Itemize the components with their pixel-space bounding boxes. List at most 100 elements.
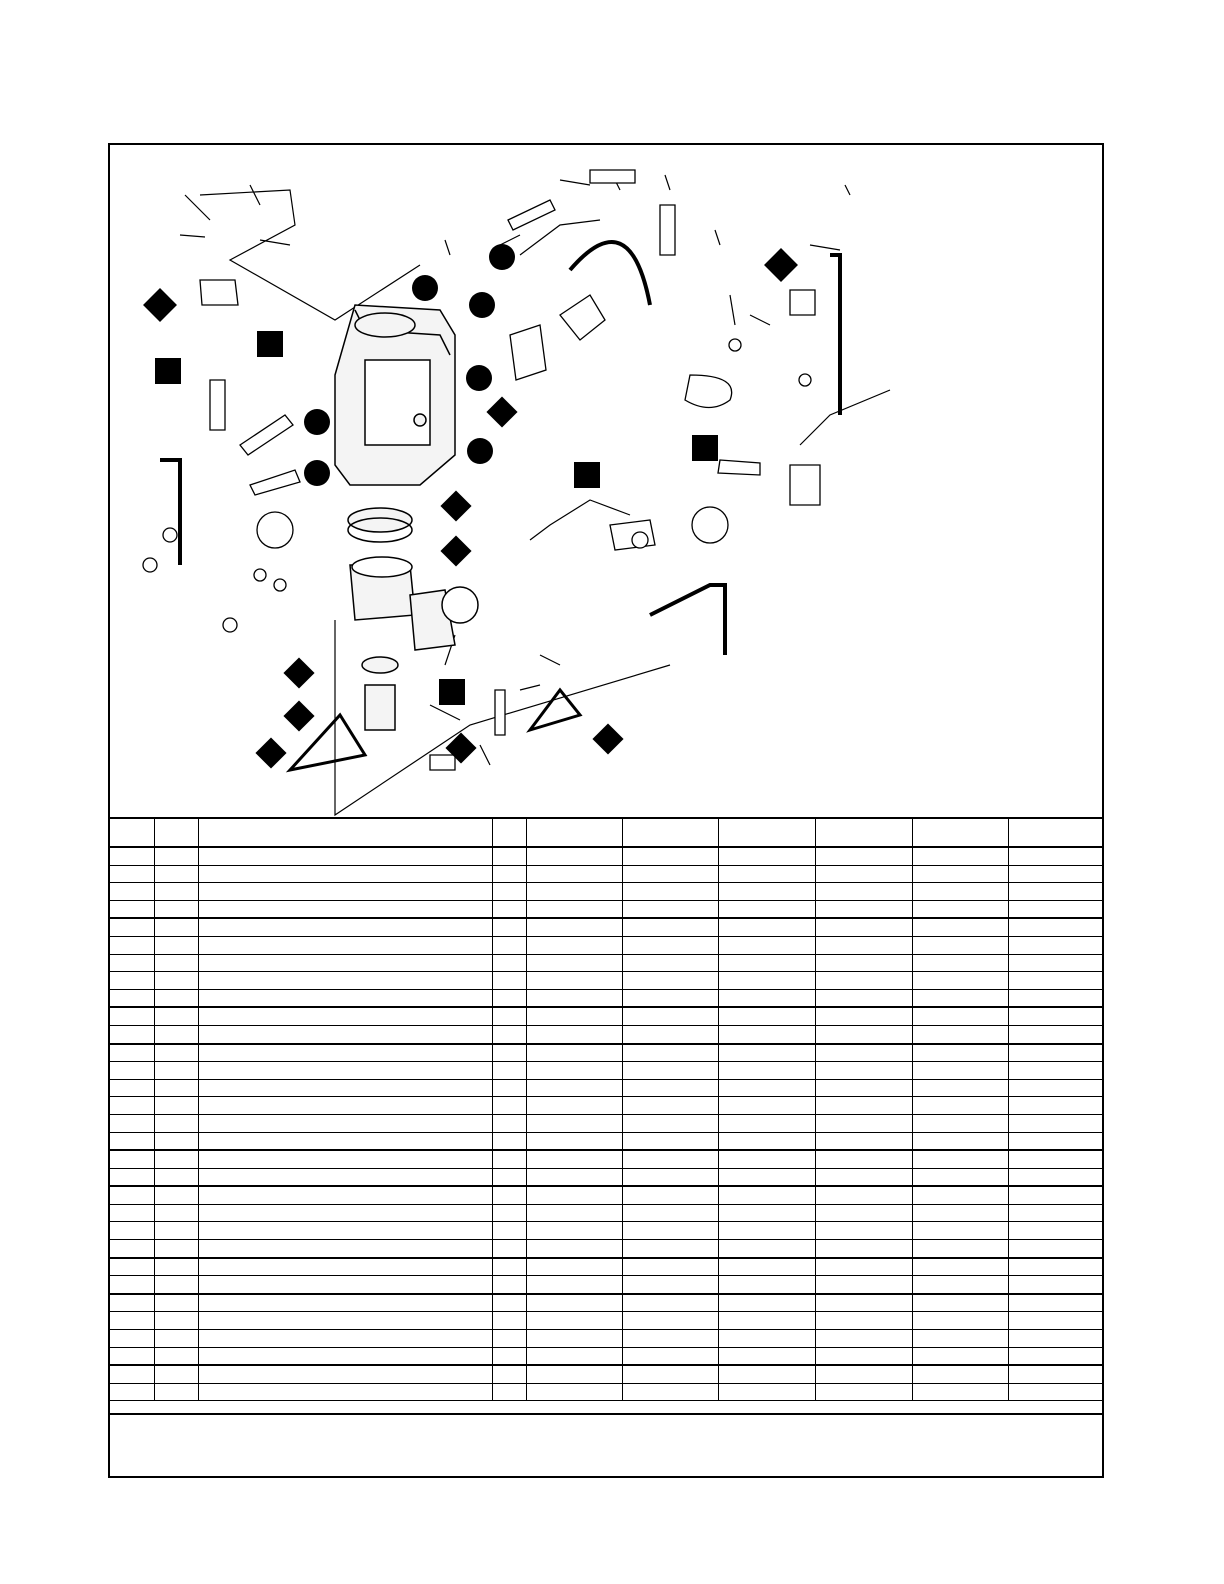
table-cell xyxy=(621,1293,718,1313)
table-row xyxy=(110,1114,1104,1133)
column-header xyxy=(491,817,526,848)
table-cell xyxy=(814,1293,912,1313)
table-cell xyxy=(911,936,1008,955)
table-cell xyxy=(110,1079,154,1098)
table-cell xyxy=(911,1007,1008,1026)
table-cell xyxy=(911,1293,1008,1313)
table-row xyxy=(110,1096,1104,1115)
table-cell xyxy=(153,1132,198,1152)
table-cell xyxy=(525,1239,622,1259)
table-cell xyxy=(1007,971,1104,990)
table-cell xyxy=(153,1025,198,1045)
table-cell xyxy=(491,865,526,884)
table-cell xyxy=(153,954,198,973)
table-cell xyxy=(911,900,1008,920)
table-row xyxy=(110,1275,1104,1295)
table-cell xyxy=(911,1311,1008,1331)
table-cell xyxy=(1007,865,1104,884)
table-cell xyxy=(110,1275,154,1295)
table-row xyxy=(110,1347,1104,1367)
table-cell xyxy=(717,1079,815,1098)
table-cell xyxy=(621,989,718,1009)
table-cell xyxy=(110,1329,154,1348)
table-cell xyxy=(911,954,1008,973)
callout-diamond xyxy=(486,396,518,428)
table-cell xyxy=(814,865,912,884)
table-cell xyxy=(110,1221,154,1241)
table-cell xyxy=(814,1275,912,1295)
table-row xyxy=(110,1257,1104,1277)
table-cell xyxy=(1007,1061,1104,1080)
table-cell xyxy=(1007,989,1104,1009)
table-cell xyxy=(814,1239,912,1259)
table-cell xyxy=(197,954,492,973)
table-cell xyxy=(491,1132,526,1152)
table-cell xyxy=(110,1365,154,1384)
table-row xyxy=(110,1150,1104,1169)
table-cell xyxy=(197,1114,492,1133)
table-cell xyxy=(621,918,718,937)
table-cell xyxy=(621,1329,718,1348)
table-cell xyxy=(1007,1114,1104,1133)
table-cell xyxy=(1007,1293,1104,1313)
table-cell xyxy=(110,900,154,920)
table-row xyxy=(110,900,1104,920)
callout-diamond xyxy=(283,657,315,689)
table-cell xyxy=(621,936,718,955)
table-cell xyxy=(1007,1275,1104,1295)
table-cell xyxy=(197,1311,492,1331)
valve-body xyxy=(334,304,456,486)
table-cell xyxy=(1007,1365,1104,1384)
table-cell xyxy=(153,1383,198,1402)
table-cell xyxy=(717,1043,815,1063)
table-cell xyxy=(814,1007,912,1026)
table-cell xyxy=(814,1204,912,1223)
table-cell xyxy=(110,1204,154,1223)
table-cell xyxy=(911,1025,1008,1045)
table-cell xyxy=(491,1150,526,1169)
table-cell xyxy=(814,1079,912,1098)
table-cell xyxy=(110,1043,154,1063)
callout-diamond xyxy=(764,248,798,282)
table-cell xyxy=(1007,1150,1104,1169)
table-cell xyxy=(1007,1204,1104,1223)
table-cell xyxy=(525,918,622,937)
table-cell xyxy=(1007,1007,1104,1026)
table-cell xyxy=(525,1383,622,1402)
table-cell xyxy=(814,882,912,901)
table-cell xyxy=(621,1311,718,1331)
table-cell xyxy=(911,1043,1008,1063)
table-cell xyxy=(491,1293,526,1313)
table-cell xyxy=(197,1043,492,1063)
table-cell xyxy=(153,882,198,901)
table-cell xyxy=(525,1061,622,1080)
callout-diamond xyxy=(283,700,315,732)
callout-circle xyxy=(489,244,515,270)
table-cell xyxy=(717,1168,815,1188)
pipe-nipples xyxy=(160,169,842,773)
table-cell xyxy=(717,918,815,937)
table-cell xyxy=(153,1186,198,1205)
table-cell xyxy=(717,900,815,920)
table-row xyxy=(110,882,1104,901)
table-cell xyxy=(621,1186,718,1205)
table-cell xyxy=(197,1221,492,1241)
table-cell xyxy=(814,1347,912,1367)
table-cell xyxy=(110,1186,154,1205)
table-cell xyxy=(153,1204,198,1223)
table-row xyxy=(110,1132,1104,1152)
table-cell xyxy=(911,1365,1008,1384)
table-row xyxy=(110,865,1104,884)
table-cell xyxy=(197,1257,492,1277)
table-cell xyxy=(197,1383,492,1402)
table-cell xyxy=(525,1025,622,1045)
column-header xyxy=(153,817,198,848)
gauges-and-fittings xyxy=(142,279,821,771)
table-cell xyxy=(525,1293,622,1313)
table-cell xyxy=(525,865,622,884)
table-cell xyxy=(814,918,912,937)
table-cell xyxy=(717,1347,815,1367)
table-cell xyxy=(911,1347,1008,1367)
table-cell xyxy=(110,1257,154,1277)
table-cell xyxy=(717,954,815,973)
